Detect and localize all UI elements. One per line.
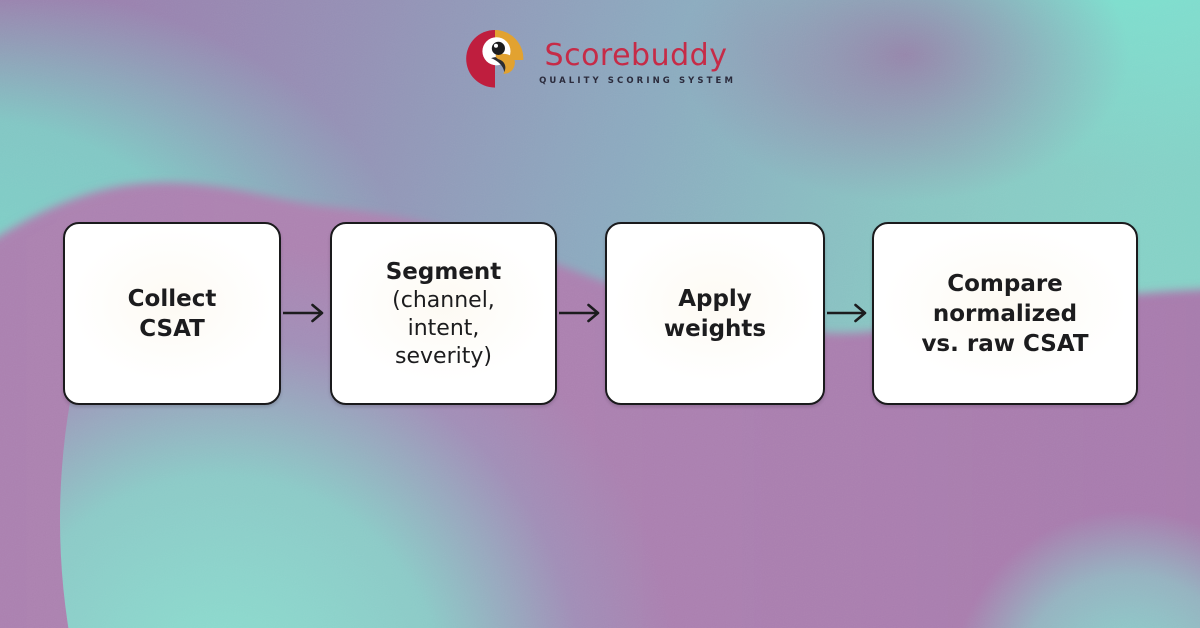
step-line: Collect bbox=[127, 285, 217, 312]
scorebuddy-logo: Scorebuddy QUALITY SCORING SYSTEM bbox=[0, 29, 1200, 91]
flow-step-segment: Segment (channel, intent, severity) bbox=[330, 222, 557, 405]
step-line: Compare bbox=[947, 270, 1063, 297]
step-line: Apply bbox=[678, 285, 752, 312]
step-line: CSAT bbox=[139, 315, 205, 342]
step-line: severity) bbox=[395, 343, 492, 369]
flow-arrow-icon bbox=[559, 303, 600, 323]
flow-arrow-icon bbox=[827, 303, 867, 323]
step-line: weights bbox=[663, 315, 767, 342]
flow-arrow-icon bbox=[283, 303, 324, 323]
logo-text: Scorebuddy QUALITY SCORING SYSTEM bbox=[536, 29, 737, 87]
step-line: intent, bbox=[407, 315, 480, 341]
step-line: vs. raw CSAT bbox=[921, 330, 1089, 357]
parrot-icon bbox=[466, 29, 524, 88]
brand-name: Scorebuddy bbox=[544, 38, 728, 73]
flow-step-collect-csat: Collect CSAT bbox=[63, 222, 281, 405]
flow-step-apply-weights: Apply weights bbox=[605, 222, 825, 405]
step-line: Segment bbox=[385, 258, 502, 285]
step-line: normalized bbox=[932, 300, 1078, 327]
step-line: (channel, bbox=[392, 287, 495, 313]
brand-tagline: QUALITY SCORING SYSTEM bbox=[539, 76, 737, 86]
flow-step-compare-normalized-vs-raw-csat: Compare normalized vs. raw CSAT bbox=[872, 222, 1138, 405]
